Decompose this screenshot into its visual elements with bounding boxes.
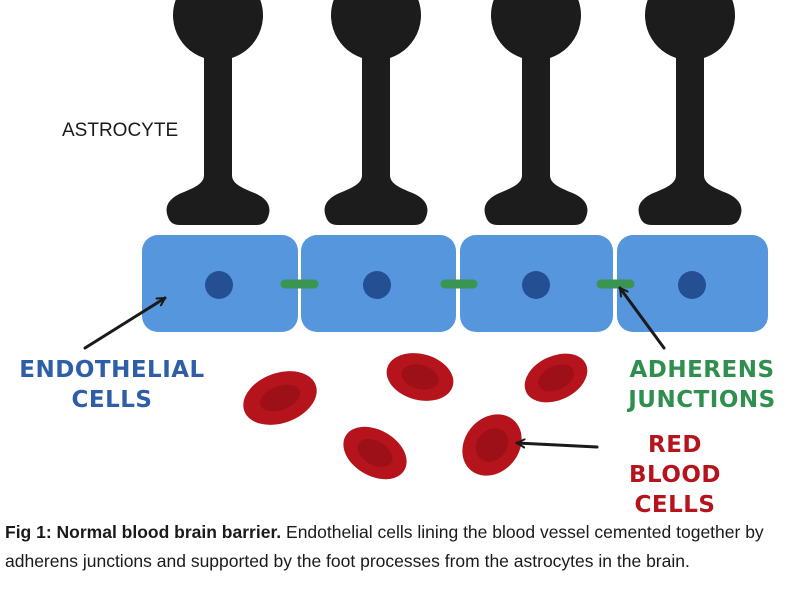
- nuclei: [205, 271, 706, 299]
- blood-brain-barrier-diagram: [83, 0, 768, 480]
- nucleus: [363, 271, 391, 299]
- adherens-junctions-label: ADHERENS JUNCTIONS: [622, 355, 782, 415]
- rbc-arrow: [515, 443, 599, 449]
- adherens-label-line-2: JUNCTIONS: [628, 387, 776, 413]
- adherens-arrow: [618, 286, 666, 350]
- red-blood-cell: [386, 353, 454, 401]
- rbc-label-line-2: CELLS: [634, 492, 716, 518]
- red-blood-cell: [462, 414, 522, 476]
- red-blood-cells: [243, 353, 588, 480]
- astrocyte: [324, 0, 428, 225]
- rbc-label-line-1: RED BLOOD: [628, 432, 722, 488]
- arrows: [83, 286, 666, 449]
- caption-text: Endothelial cells lining the blood vesse…: [5, 522, 764, 571]
- astrocytes: [166, 0, 742, 225]
- astrocyte: [484, 0, 588, 225]
- endothelial-label-line-1: ENDOTHELIAL: [19, 357, 205, 383]
- astrocyte-label: ASTROCYTE: [62, 120, 179, 141]
- red-blood-cell: [243, 371, 317, 425]
- red-blood-cell: [343, 426, 407, 480]
- adherens-label-line-1: ADHERENS: [629, 357, 775, 383]
- astrocyte: [166, 0, 270, 225]
- nucleus: [522, 271, 550, 299]
- red-blood-cell: [524, 353, 588, 403]
- endothelial-arrow: [83, 296, 167, 350]
- red-blood-cells-label: RED BLOOD CELLS: [600, 430, 750, 520]
- endothelial-cells-label: ENDOTHELIAL CELLS: [12, 355, 212, 415]
- astrocyte: [638, 0, 742, 225]
- nucleus: [205, 271, 233, 299]
- caption-title: Fig 1: Normal blood brain barrier.: [5, 522, 282, 542]
- endothelial-label-line-2: CELLS: [71, 387, 153, 413]
- nucleus: [678, 271, 706, 299]
- figure-caption: Fig 1: Normal blood brain barrier. Endot…: [5, 518, 795, 576]
